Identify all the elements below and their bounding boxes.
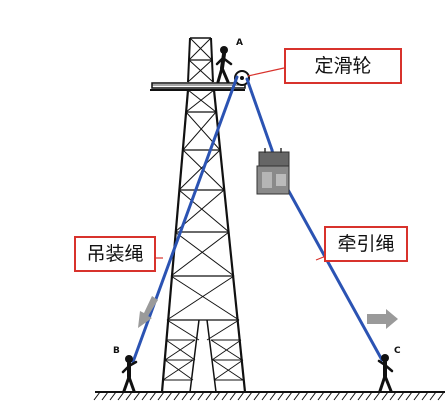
traction-rope-callout: 牵引绳 [324,226,408,262]
fixed-pulley-callout: 定滑轮 [284,48,402,84]
hoisting-rope-callout: 吊装绳 [74,236,156,272]
pulley-icon [234,70,250,86]
worker-figure-icon [121,355,138,393]
rope [131,75,384,364]
equipment-load-icon [256,148,290,195]
point-label-a: A [236,38,243,48]
worker-figure-icon [377,354,394,393]
point-label-c: C [394,346,401,356]
lattice-tower [150,37,247,393]
ground [93,391,445,401]
worker-figure-icon [215,46,233,84]
arrow-down-left-icon [138,296,158,328]
arrow-right-icon [367,309,398,329]
point-label-b: B [113,346,120,356]
